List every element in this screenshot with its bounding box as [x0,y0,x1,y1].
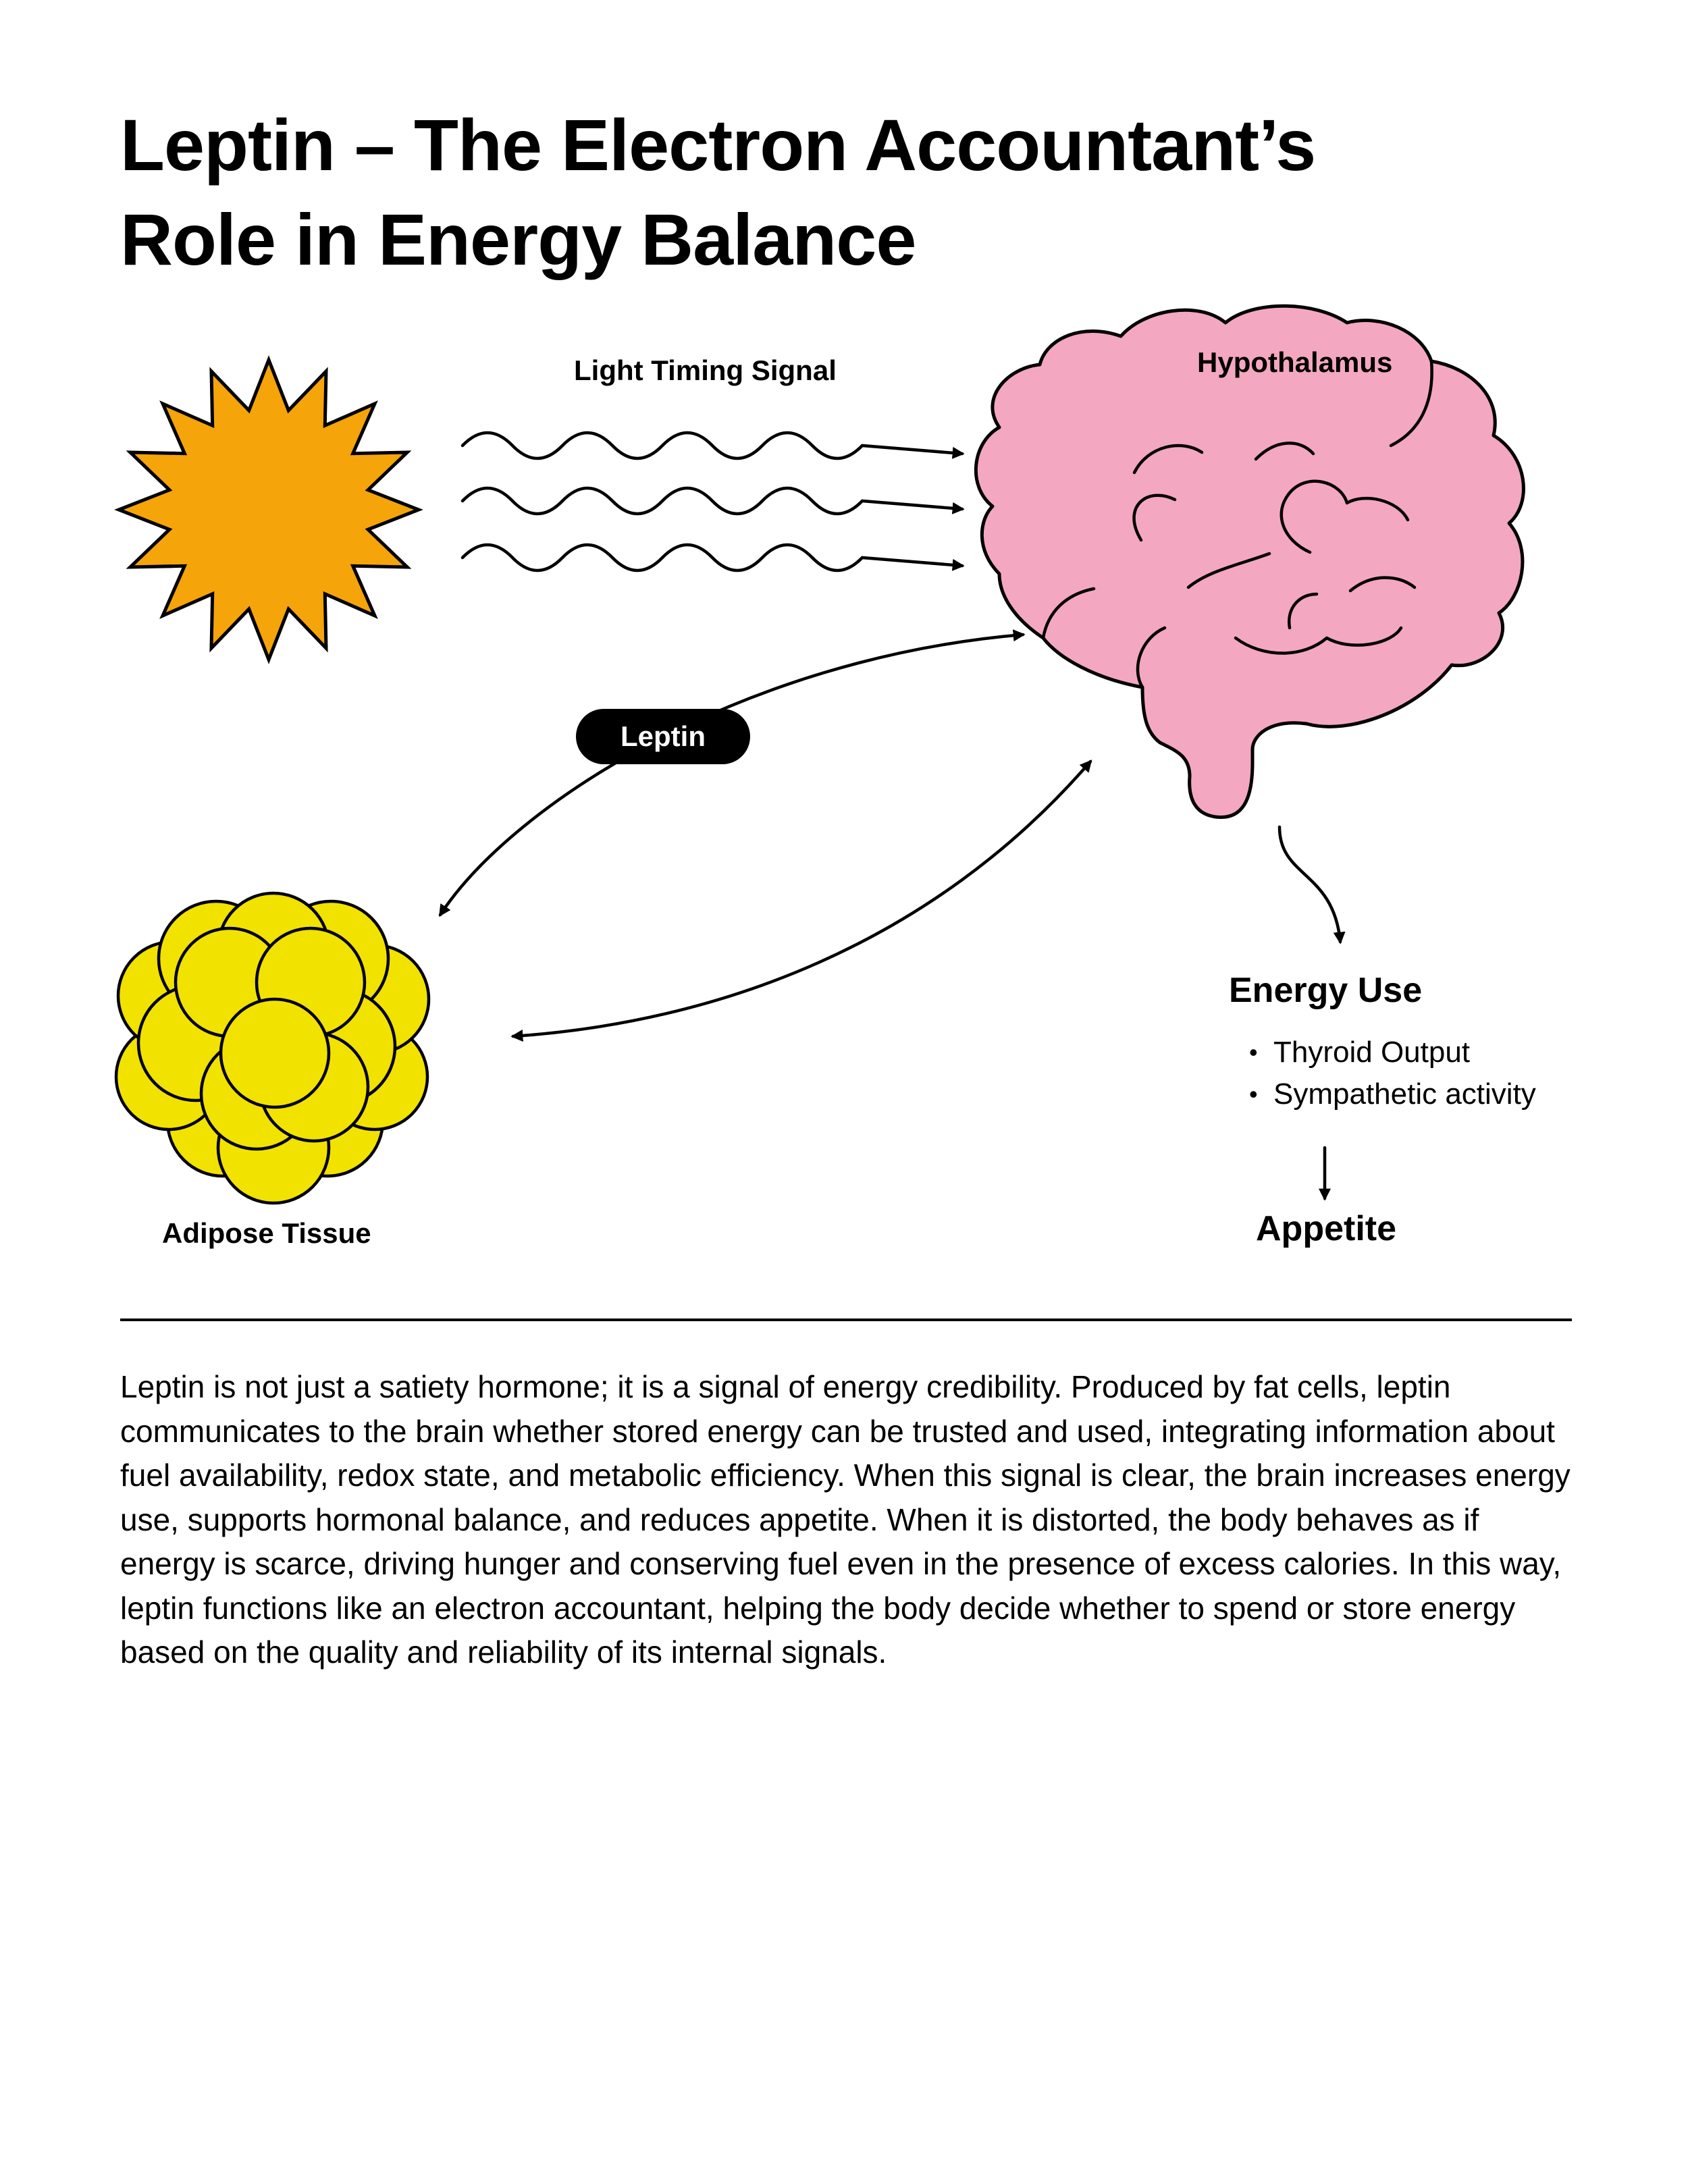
brain-icon [974,304,1525,820]
fat-cell [219,997,331,1109]
hypothalamus-label: Hypothalamus [1197,346,1393,378]
leptin-diagram [114,304,1525,1205]
hypothalamus-energy-arrow [1277,825,1346,944]
energy-use-list: Thyroid Output Sympathetic activity [1249,1032,1536,1115]
light-waves [460,431,965,572]
page-title: Leptin – The Electron Accountant’s Role … [120,98,1606,287]
light-timing-signal-label: Light Timing Signal [574,354,837,386]
page-title-line-1: Leptin – The Electron Accountant’s [120,104,1316,186]
energy-use-item-thyroid: Thyroid Output [1249,1032,1536,1073]
section-divider [120,1319,1572,1321]
page-title-line-2: Role in Energy Balance [120,198,916,280]
body-paragraph: Leptin is not just a satiety hormone; it… [120,1369,1571,1670]
leptin-pill: Leptin [576,709,750,764]
light-wave-3 [460,543,965,572]
leptin-arc-arrow [438,629,1026,917]
energy-use-label: Energy Use [1229,971,1423,1010]
adipose-tissue-label: Adipose Tissue [162,1217,371,1249]
hypothalamus-adipose-arrow [510,760,1092,1042]
light-wave-1 [460,431,965,460]
appetite-label: Appetite [1256,1209,1396,1248]
energy-use-item-sympathetic: Sympathetic activity [1249,1073,1536,1115]
sun-icon [114,355,423,664]
light-wave-2 [460,486,965,516]
fat-cells-icon [114,891,431,1205]
